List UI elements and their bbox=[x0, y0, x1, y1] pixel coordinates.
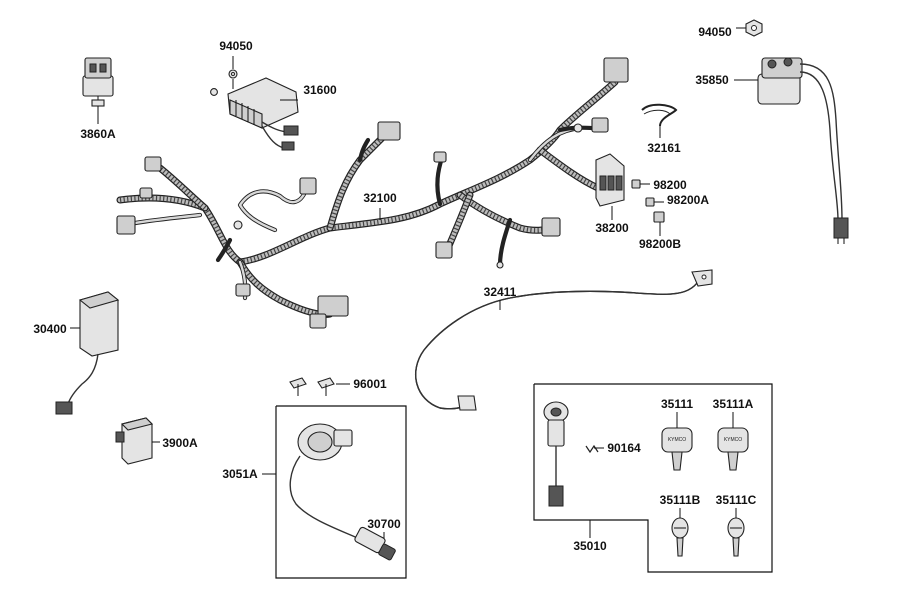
label-38200: 38200 bbox=[595, 221, 629, 235]
label-32100: 32100 bbox=[363, 191, 397, 205]
svg-text:KYMCO: KYMCO bbox=[724, 437, 742, 443]
label-32161: 32161 bbox=[647, 141, 681, 155]
clamp-icon bbox=[641, 103, 678, 127]
label-3051A: 3051A bbox=[222, 467, 258, 481]
relay-icon bbox=[82, 57, 114, 107]
label-31600: 31600 bbox=[303, 83, 337, 97]
ignition-coil-group-frame bbox=[275, 405, 407, 579]
label-35010: 35010 bbox=[573, 539, 607, 553]
wire-harness-icon bbox=[116, 57, 629, 329]
label-90164: 90164 bbox=[607, 441, 641, 455]
cdi-unit-icon bbox=[55, 291, 120, 415]
label-35111: 35111 bbox=[661, 397, 693, 411]
leader-lines bbox=[70, 27, 758, 538]
label-35850: 35850 bbox=[695, 73, 729, 87]
bolt-icon bbox=[289, 377, 335, 396]
label-94050-regulator: 94050 bbox=[219, 39, 253, 53]
regulator-icon bbox=[227, 77, 299, 151]
label-3900A: 3900A bbox=[162, 436, 198, 450]
label-98200B: 98200B bbox=[639, 237, 681, 251]
label-32411: 32411 bbox=[484, 285, 517, 299]
label-94050-relay: 94050 bbox=[698, 25, 732, 39]
key-icon: KYMCO KYMCO bbox=[661, 427, 749, 557]
label-98200A: 98200A bbox=[667, 193, 709, 207]
ignition-coil-icon bbox=[289, 423, 396, 561]
label-98200: 98200 bbox=[653, 178, 687, 192]
label-35111C: 35111C bbox=[716, 493, 757, 507]
label-35111B: 35111B bbox=[660, 493, 701, 507]
label-96001: 96001 bbox=[353, 377, 387, 391]
starter-relay-icon bbox=[745, 19, 849, 244]
fuse-box-icon bbox=[595, 153, 665, 223]
ignition-switch-group-frame bbox=[533, 383, 773, 573]
washer-icon bbox=[210, 56, 238, 96]
label-35111A: 35111A bbox=[713, 397, 754, 411]
label-30400: 30400 bbox=[33, 322, 67, 336]
flasher-relay-icon bbox=[115, 417, 154, 465]
label-3860A: 3860A bbox=[80, 127, 116, 141]
ignition-switch-icon bbox=[543, 401, 599, 507]
svg-text:KYMCO: KYMCO bbox=[668, 437, 686, 443]
battery-cable-icon bbox=[415, 269, 713, 411]
label-30700: 30700 bbox=[367, 517, 401, 531]
